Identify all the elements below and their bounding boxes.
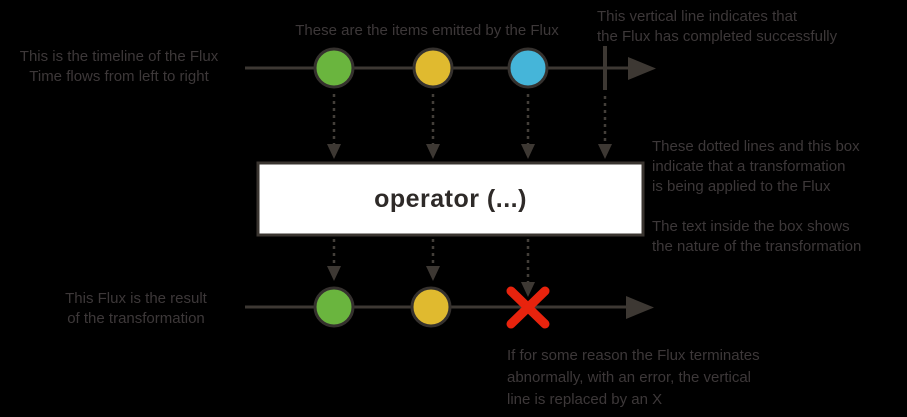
result-timeline-arrowhead-icon [626,296,654,319]
connectors-into-operator [327,94,612,159]
source-marble-green [313,47,355,89]
annotation-box-text: The text inside the box shows the nature… [652,218,862,255]
result-timeline [245,286,654,329]
annotation-complete-line: This vertical line indicates that the Fl… [597,8,838,45]
annotation-result-flux: This Flux is the result of the transform… [65,290,207,327]
annotation-timeline: This is the timeline of the Flux Time fl… [19,48,219,85]
down-arrowhead-icon [327,266,341,281]
annotation-transformation: These dotted lines and this box indicate… [652,138,860,195]
source-marble-blue [507,47,549,89]
source-timeline-arrowhead-icon [628,57,656,80]
result-marble-green [313,286,355,328]
operator-box-label: operator (...) [374,184,527,213]
error-x-stroke [506,286,550,329]
operator-box [256,161,645,237]
down-arrowhead-icon [327,144,341,159]
source-marble-yellow [412,47,454,89]
error-x-icon [506,286,550,329]
down-arrowhead-icon [426,266,440,281]
result-marble-yellow [410,286,452,328]
down-arrowhead-icon [598,144,612,159]
connectors-out-of-operator [327,239,535,297]
down-arrowhead-icon [426,144,440,159]
annotation-error-x: If for some reason the Flux terminates a… [507,347,760,408]
source-timeline [245,46,656,90]
down-arrowhead-icon [521,144,535,159]
annotation-items-emitted: These are the items emitted by the Flux [295,22,559,39]
down-arrowhead-icon [521,282,535,297]
